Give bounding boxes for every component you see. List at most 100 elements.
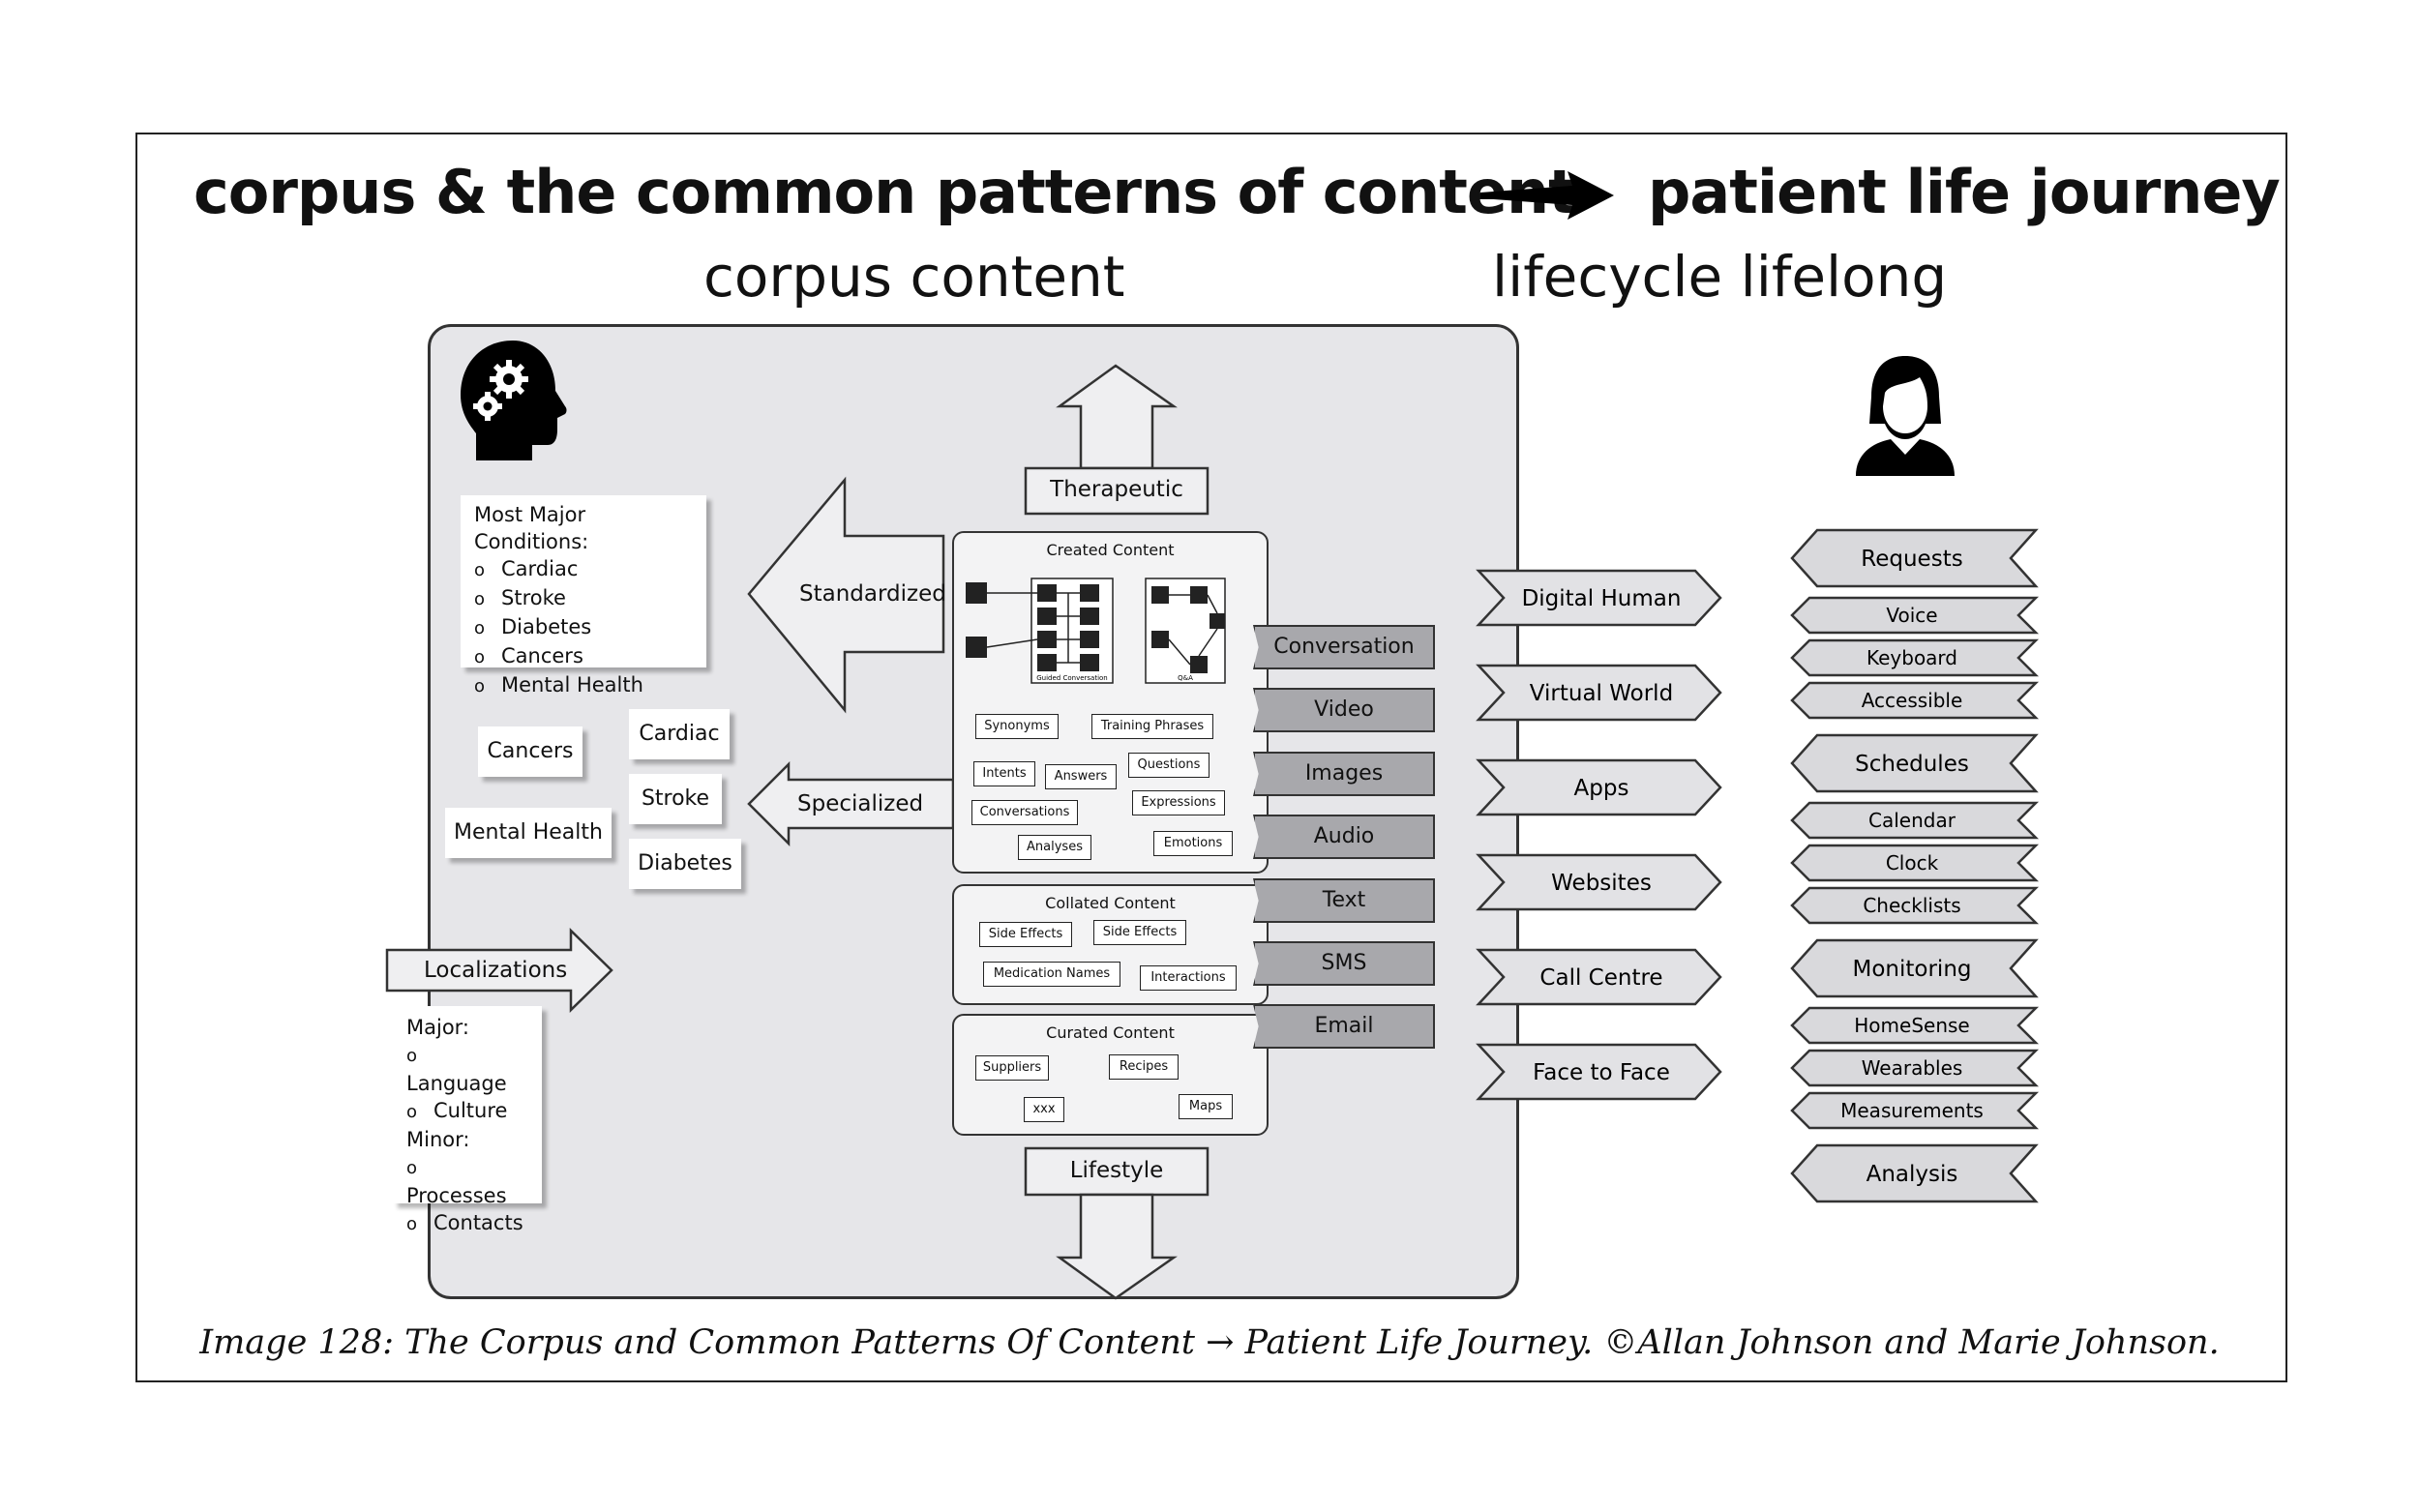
guided-conversation-label: Guided Conversation — [1036, 674, 1108, 682]
journey-label: Schedules — [1855, 752, 1969, 777]
journey-label: Calendar — [1868, 809, 1956, 832]
media-video: Video — [1253, 688, 1435, 732]
media-audio: Audio — [1253, 815, 1435, 859]
channel-label: Websites — [1551, 871, 1652, 896]
localization-item: Processes — [406, 1153, 528, 1209]
figure-frame — [135, 133, 2287, 1382]
lifestyle-down-arrow — [1056, 1193, 1178, 1300]
journey-tag — [1790, 801, 2040, 840]
journey-tag — [1790, 844, 2040, 882]
localizations-card: Major: Language Culture Minor: Processes… — [393, 1006, 542, 1234]
content-item-recipes: Recipes — [1109, 1054, 1179, 1080]
content-item-xxx: xxx — [1024, 1097, 1064, 1122]
journey-label: Monitoring — [1853, 957, 1972, 982]
condition-item: Stroke — [474, 584, 693, 613]
journey-tag — [1790, 528, 2039, 588]
journey-label: HomeSense — [1854, 1014, 1969, 1037]
media-email: Email — [1253, 1004, 1435, 1049]
curated-content-title: Curated Content — [1046, 1023, 1175, 1042]
journey-tag — [1790, 1049, 2040, 1087]
condition-tag-diabetes: Diabetes — [629, 839, 741, 889]
channel-label: Virtual World — [1530, 681, 1673, 706]
head-gears-icon — [461, 341, 567, 460]
condition-tag-cancers: Cancers — [478, 726, 582, 777]
specialized-arrow — [747, 760, 955, 847]
journey-label: Accessible — [1862, 689, 1963, 712]
journey-tag — [1790, 638, 2040, 677]
content-item-emotions: Emotions — [1153, 831, 1233, 856]
patient-woman-icon — [1856, 356, 1955, 476]
channel-label: Digital Human — [1522, 586, 1682, 611]
localization-item: Culture — [406, 1097, 528, 1126]
journey-tag — [1790, 1143, 2039, 1203]
journey-label: Measurements — [1840, 1099, 1984, 1122]
content-item-medication-names: Medication Names — [983, 962, 1120, 987]
figure-caption: Image 128: The Corpus and Common Pattern… — [199, 1323, 2220, 1362]
journey-label: Analysis — [1867, 1162, 1958, 1187]
subtitle-left: corpus content — [703, 244, 1125, 310]
major-label: Major: — [406, 1016, 470, 1039]
collated-content-title: Collated Content — [1045, 894, 1176, 912]
media-images: Images — [1253, 752, 1435, 796]
journey-tag — [1790, 733, 2039, 793]
therapeutic-up-arrow — [1056, 364, 1178, 470]
title-left: corpus & the common patterns of content — [194, 157, 1577, 227]
journey-tag — [1790, 938, 2039, 998]
condition-item: Cancers — [474, 642, 693, 671]
channel-label: Call Centre — [1539, 965, 1662, 991]
channel-chevron — [1476, 1043, 1722, 1101]
content-item-intents: Intents — [973, 761, 1035, 786]
media-conversation: Conversation — [1253, 625, 1435, 669]
media-text: Text — [1253, 878, 1435, 923]
condition-tag-cardiac: Cardiac — [629, 709, 730, 759]
content-item-side-effects: Side Effects — [979, 922, 1072, 947]
qa-label: Q&A — [1178, 674, 1193, 682]
therapeutic-box — [1024, 466, 1210, 516]
localization-item: Contacts — [406, 1209, 528, 1238]
journey-label: Requests — [1861, 547, 1962, 572]
standardized-label: Standardized — [799, 581, 946, 607]
lifestyle-box — [1024, 1146, 1210, 1197]
content-item-maps: Maps — [1179, 1094, 1233, 1119]
journey-label: Keyboard — [1867, 646, 1957, 669]
content-item-side-effects: Side Effects — [1093, 920, 1186, 945]
minor-label: Minor: — [406, 1128, 470, 1151]
content-item-conversations: Conversations — [971, 800, 1078, 825]
conversation-flow-diagram: Guided Conversation Q&A — [966, 578, 1226, 684]
journey-label: Checklists — [1863, 894, 1960, 917]
channel-label: Apps — [1574, 776, 1629, 801]
journey-label: Clock — [1886, 851, 1939, 875]
localizations-arrow — [385, 928, 613, 1013]
journey-tag — [1790, 681, 2040, 720]
content-item-synonyms: Synonyms — [975, 714, 1059, 739]
channel-chevron — [1476, 853, 1722, 911]
content-item-expressions: Expressions — [1132, 790, 1225, 815]
channel-label: Face to Face — [1533, 1060, 1670, 1085]
localization-item: Language — [406, 1041, 528, 1097]
journey-label: Wearables — [1862, 1056, 1963, 1080]
condition-tag-stroke: Stroke — [629, 774, 722, 824]
condition-item: Mental Health — [474, 671, 693, 700]
therapeutic-label: Therapeutic — [1050, 477, 1183, 502]
title-right: patient life journey — [1648, 157, 2281, 227]
journey-label: Voice — [1886, 604, 1937, 627]
content-item-suppliers: Suppliers — [975, 1055, 1049, 1081]
standardized-arrow — [747, 476, 945, 714]
created-content-title: Created Content — [1046, 541, 1175, 559]
condition-item: Diabetes — [474, 613, 693, 642]
major-conditions-card: Most Major Conditions: Cardiac Stroke Di… — [461, 495, 706, 697]
localizations-label: Localizations — [424, 958, 568, 983]
condition-tag-mental-health: Mental Health — [445, 808, 612, 858]
journey-tag — [1790, 1006, 2040, 1045]
content-item-interactions: Interactions — [1140, 965, 1237, 991]
content-item-analyses: Analyses — [1018, 835, 1091, 860]
content-item-questions: Questions — [1128, 753, 1210, 778]
channel-chevron — [1476, 664, 1722, 722]
content-item-answers: Answers — [1045, 764, 1117, 789]
condition-item: Cardiac — [474, 555, 693, 584]
channel-chevron — [1476, 569, 1722, 627]
right-arrow-icon — [1480, 171, 1614, 220]
channel-chevron — [1476, 758, 1722, 816]
